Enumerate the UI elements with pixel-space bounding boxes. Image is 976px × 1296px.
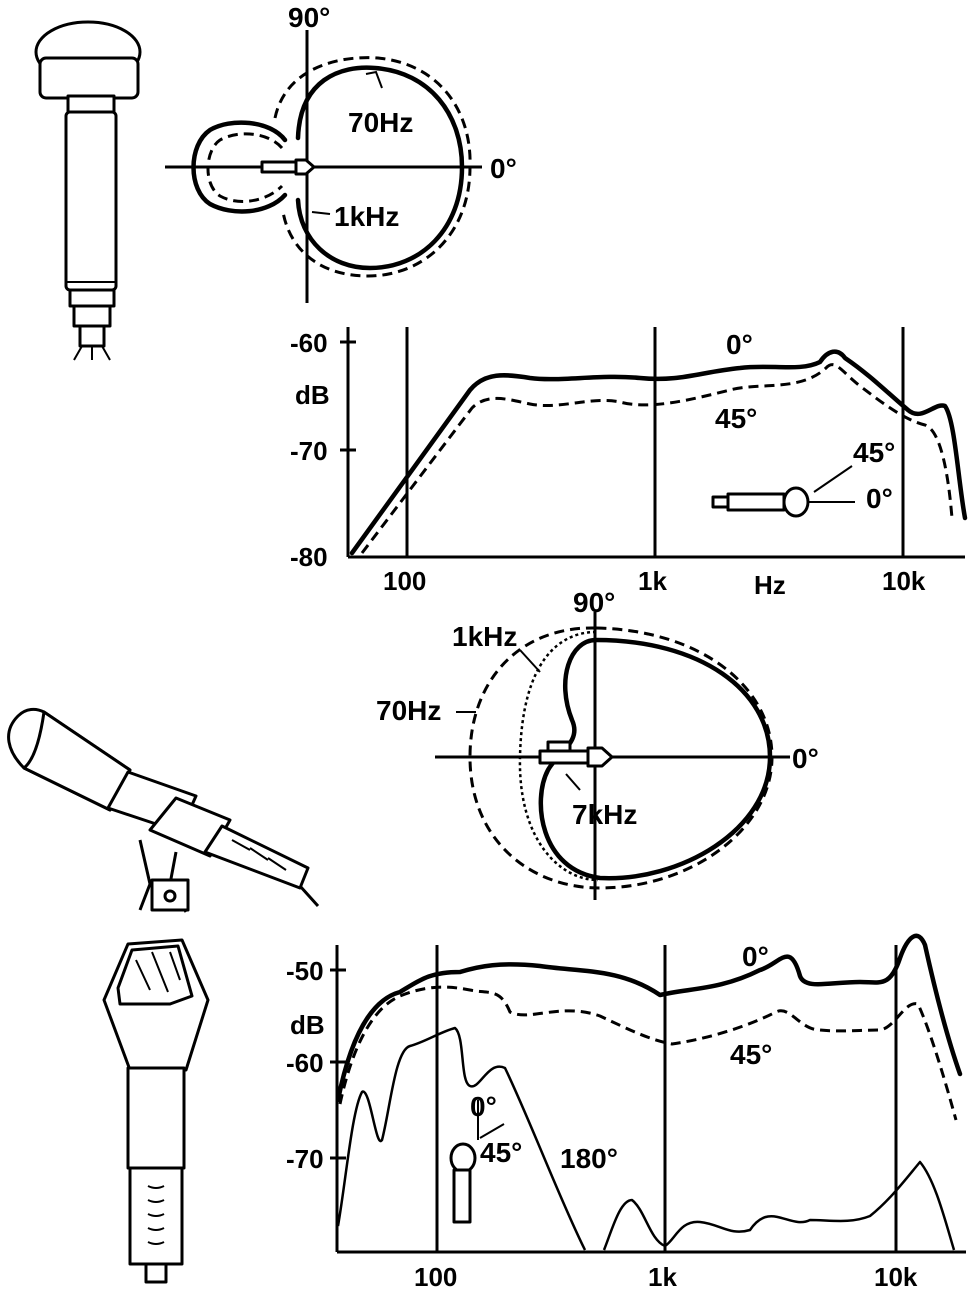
- y-tick-top-2: -80: [290, 542, 328, 572]
- handheld-microphone-illustration-top: [34, 20, 142, 361]
- response-curve-45deg-top: [360, 363, 954, 554]
- handheld-microphone-illustration-bottom: [102, 938, 210, 1284]
- response-curve-0deg-top: [349, 349, 968, 556]
- frequency-response-top: -60 dB -70 -80 100 1k Hz 10k 0° 45° 45° …: [290, 327, 968, 600]
- microphone-on-stand-illustration: [7, 707, 320, 913]
- x-tick-bottom-0: 100: [414, 1262, 457, 1291]
- polar-curve-1khz-dotted: [518, 630, 599, 882]
- polar-front-lobe-dashed: [273, 56, 472, 278]
- x-tick-top-0: 100: [383, 566, 426, 596]
- inset-microphone-top: [711, 465, 855, 518]
- polar-label-70hz-bottom: 70Hz: [376, 695, 441, 726]
- curve-label-0deg-bottom: 0°: [742, 941, 769, 972]
- x-tick-bottom-1: 1k: [648, 1262, 677, 1291]
- polar-rear-lobe-solid: [191, 120, 288, 214]
- inset-label-45deg-bottom: 45°: [480, 1137, 522, 1168]
- y-tick-bottom-0: -50: [286, 956, 324, 986]
- polar-label-1khz-bottom: 1kHz: [452, 621, 517, 652]
- polar-rear-lobe-dashed: [206, 132, 284, 203]
- x-tick-bottom-2: 10k: [874, 1262, 918, 1291]
- inset-label-45deg-top: 45°: [853, 437, 895, 468]
- x-tick-top-2: 10k: [882, 566, 926, 596]
- polar-angle-0-bottom: 0°: [792, 743, 819, 774]
- polar-curve-7khz-solid: [538, 637, 773, 881]
- response-curve-0deg-bottom: [335, 933, 963, 1103]
- inset-microphone-bottom: [449, 1100, 505, 1224]
- polar-pattern-top: 90° 0° 70Hz 1kHz: [165, 2, 517, 303]
- y-unit-bottom: dB: [290, 1010, 325, 1040]
- polar-front-lobe-solid: [295, 65, 465, 271]
- polar-angle-0-top: 0°: [490, 153, 517, 184]
- polar-angle-90-top: 90°: [288, 2, 330, 33]
- x-unit-top: Hz: [754, 570, 786, 600]
- polar-mic-symbol-bottom: [538, 749, 590, 765]
- inset-label-0deg-top: 0°: [866, 483, 893, 514]
- y-unit-top: dB: [295, 380, 330, 410]
- y-tick-bottom-1: -60: [286, 1048, 324, 1078]
- polar-mic-symbol-top: [260, 160, 298, 174]
- curve-label-45deg-top: 45°: [715, 403, 757, 434]
- polar-pattern-bottom: 90° 0° 1kHz 70Hz 7kHz: [376, 587, 819, 900]
- polar-angle-90-bottom: 90°: [573, 587, 615, 618]
- inset-label-0deg-bottom: 0°: [470, 1091, 497, 1122]
- x-tick-top-1: 1k: [638, 566, 667, 596]
- curve-label-45deg-bottom: 45°: [730, 1039, 772, 1070]
- polar-label-7khz-bottom: 7kHz: [572, 799, 637, 830]
- y-tick-top-1: -70: [290, 436, 328, 466]
- y-tick-top-0: -60: [290, 328, 328, 358]
- polar-label-1khz-top: 1kHz: [334, 201, 399, 232]
- response-curve-180deg-bottom: [336, 1026, 956, 1251]
- curve-label-0deg-top: 0°: [726, 329, 753, 360]
- y-tick-bottom-2: -70: [286, 1144, 324, 1174]
- polar-label-70hz-top: 70Hz: [348, 107, 413, 138]
- frequency-response-bottom: -50 dB -60 -70 100 1k 10k 0° 45° 180° 0°…: [286, 933, 966, 1292]
- response-curve-45deg-bottom: [338, 985, 958, 1121]
- curve-label-180deg-bottom: 180°: [560, 1143, 618, 1174]
